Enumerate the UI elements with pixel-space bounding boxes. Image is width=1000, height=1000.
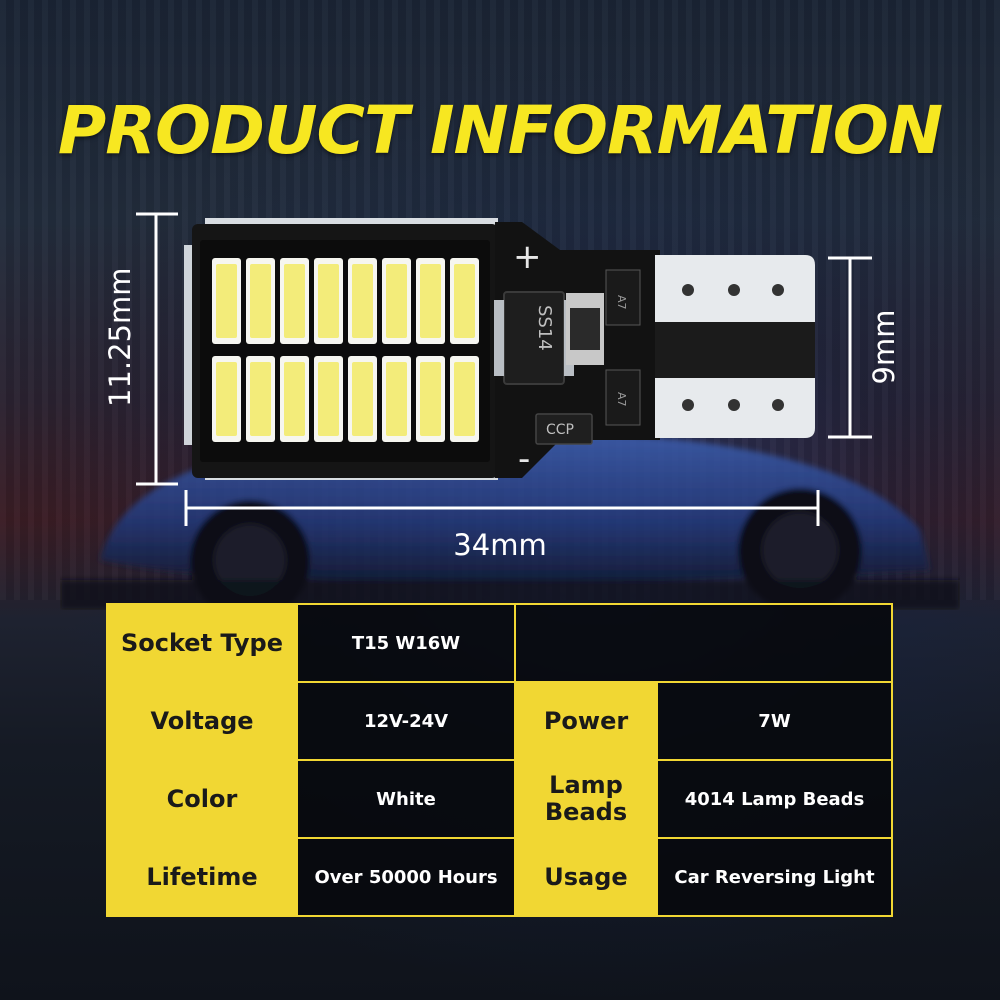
- power-value: 7W: [656, 681, 893, 761]
- resistor-bottom-label: A7: [615, 392, 628, 407]
- diode-label: SS14: [534, 305, 555, 351]
- led-chip-phosphor: [216, 264, 237, 338]
- led-chip-phosphor: [454, 264, 475, 338]
- socket-type-value: T15 W16W: [296, 603, 516, 683]
- page-title: PRODUCT INFORMATION: [57, 92, 943, 169]
- led-chip-phosphor: [284, 362, 305, 436]
- led-bulb-diagram: + - SS14 A7 A7 CCP: [136, 212, 872, 526]
- spec-table: Socket Type T15 W16W Voltage 12V-24V Pow…: [106, 603, 893, 917]
- spec-row: Lifetime Over 50000 Hours Usage Car Reve…: [106, 837, 893, 917]
- spec-row: Color White Lamp Beads 4014 Lamp Beads: [106, 759, 893, 839]
- voltage-label: Voltage: [106, 681, 298, 761]
- color-value: White: [296, 759, 516, 839]
- lifetime-value: Over 50000 Hours: [296, 837, 516, 917]
- spec-row: Voltage 12V-24V Power 7W: [106, 681, 893, 761]
- led-chip-phosphor: [386, 362, 407, 436]
- dimension-length-label: 34mm: [453, 528, 547, 562]
- power-label: Power: [514, 681, 658, 761]
- dimension-lines: [136, 212, 872, 526]
- usage-label: Usage: [514, 837, 658, 917]
- plus-mark: +: [513, 237, 542, 277]
- led-chip-phosphor: [420, 264, 441, 338]
- voltage-value: 12V-24V: [296, 681, 516, 761]
- led-chips-row-bottom: [212, 356, 479, 442]
- lamp-beads-value: 4014 Lamp Beads: [656, 759, 893, 839]
- spec-row: Socket Type T15 W16W: [106, 603, 893, 683]
- ccp-label: CCP: [546, 422, 574, 438]
- resistor-top-label: A7: [615, 295, 628, 310]
- led-chip-phosphor: [318, 362, 339, 436]
- led-chip-phosphor: [386, 264, 407, 338]
- lifetime-label: Lifetime: [106, 837, 298, 917]
- color-label: Color: [106, 759, 298, 839]
- dimension-height-label: 11.25mm: [103, 267, 137, 407]
- metal-pins: [655, 255, 815, 438]
- led-chip-phosphor: [454, 362, 475, 436]
- led-chip-phosphor: [284, 264, 305, 338]
- led-chip-phosphor: [250, 362, 271, 436]
- led-chip-phosphor: [420, 362, 441, 436]
- minus-mark: -: [518, 439, 530, 479]
- led-chips-row-top: [212, 258, 479, 344]
- led-chip-phosphor: [352, 264, 373, 338]
- lamp-beads-label: Lamp Beads: [514, 759, 658, 839]
- empty-cell: [514, 603, 893, 683]
- usage-value: Car Reversing Light: [656, 837, 893, 917]
- led-chip-phosphor: [318, 264, 339, 338]
- led-chip-phosphor: [352, 362, 373, 436]
- dimension-pin-width-label: 9mm: [867, 309, 901, 385]
- led-chip-phosphor: [250, 264, 271, 338]
- socket-type-label: Socket Type: [106, 603, 298, 683]
- led-chip-phosphor: [216, 362, 237, 436]
